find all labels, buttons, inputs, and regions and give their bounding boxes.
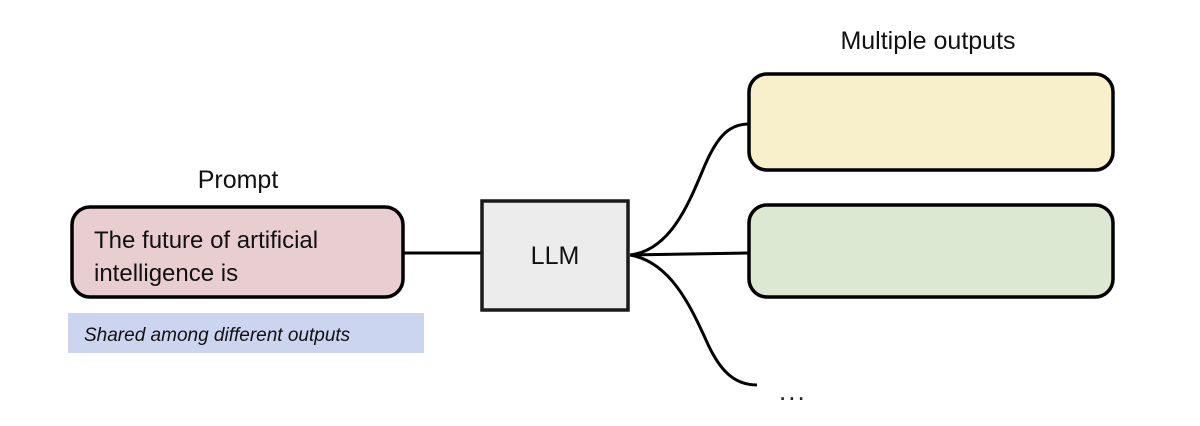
more-outputs-ellipsis: ... xyxy=(779,376,807,406)
llm-box xyxy=(480,199,630,312)
edge-llm-to-output-1 xyxy=(629,122,750,257)
prompt-text-line-2: intelligence is xyxy=(94,260,238,287)
shared-note-label: Shared among different outputs xyxy=(84,325,351,346)
edge-llm-to-output-2 xyxy=(629,251,750,257)
outputs-caption: Multiple outputs xyxy=(840,27,1015,55)
llm-box-label: LLM xyxy=(531,242,580,270)
output-box-2 xyxy=(747,203,1115,299)
shared-note-highlight xyxy=(68,313,424,353)
prompt-text-line-1: The future of artificial xyxy=(94,227,318,254)
prompt-caption: Prompt xyxy=(198,166,279,194)
edge-llm-to-more-outputs xyxy=(629,253,758,387)
output-box-1 xyxy=(747,72,1115,172)
prompt-box xyxy=(70,205,405,299)
